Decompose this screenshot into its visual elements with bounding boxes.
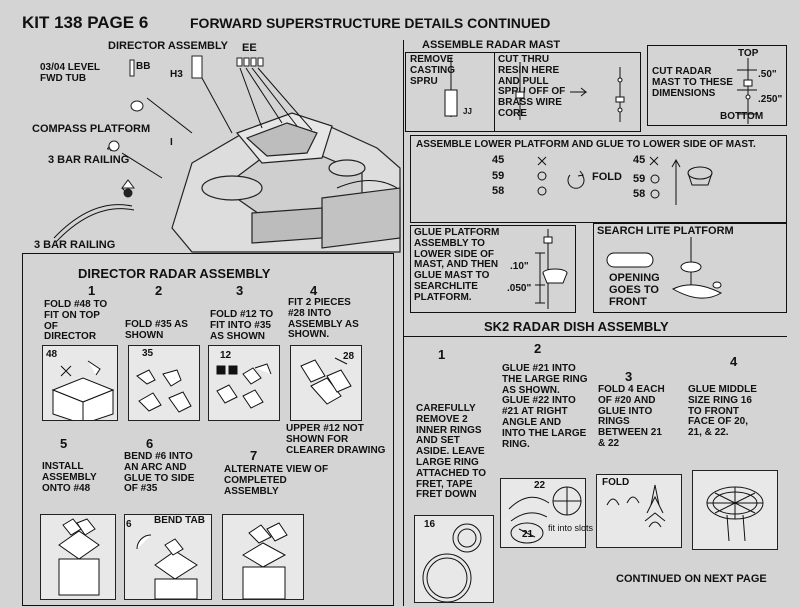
sk2-part-21-label: 21 [522, 529, 534, 540]
kit-page-label: KIT 138 PAGE 6 [22, 13, 149, 32]
sk2-step-3-image [596, 474, 682, 548]
director-radar-title: DIRECTOR RADAR ASSEMBLY [78, 266, 271, 281]
jj-label: JJ [463, 107, 472, 116]
dr-step-1-image [42, 345, 118, 421]
sk2-part-16-label: 16 [424, 519, 436, 530]
sk2-step-2-num: 2 [534, 341, 542, 356]
cut-thru-text: CUT THRU RESIN HERE AND PULL SPRU OFF OF… [498, 54, 566, 119]
glue-platform-drawing [535, 229, 568, 309]
dr-step-4-text: FIT 2 PIECES #28 INTO ASSEMBLY AS SHOWN. [288, 297, 359, 341]
dr-step-6-num: 6 [146, 436, 154, 451]
lower-platform-drawing [537, 156, 713, 205]
dim-250-label: .250" [758, 94, 783, 105]
right-column-divider [403, 40, 787, 606]
dr-step-6-image [124, 514, 212, 600]
bottom-label: BOTTOM [720, 111, 764, 122]
dim-050-label: .050" [507, 283, 532, 294]
part-59-label: 59 [492, 170, 505, 182]
dr-step-7-image [222, 514, 304, 600]
dr-step-2-num: 2 [155, 283, 163, 298]
dr-step-5-image [40, 514, 116, 600]
sk2-step-1-num: 1 [438, 347, 446, 362]
remove-spru-text: REMOVE CASTING SPRU [410, 54, 455, 87]
part-58b-label: 58 [633, 188, 646, 200]
searchlite-box [593, 223, 787, 313]
cut-radar-text: CUT RADAR MAST TO THESE DIMENSIONS [652, 66, 733, 99]
railing-label-1: 3 BAR RAILING [48, 154, 130, 166]
dr-step-2-image [128, 345, 200, 421]
part-45b-label: 45 [633, 154, 646, 166]
sk2-step-4-image [692, 470, 778, 550]
dr-step-3-text: FOLD #12 TO FIT INTO #35 AS SHOWN [210, 309, 274, 342]
dr-step-2-text: FOLD #35 AS SHOWN [125, 319, 188, 341]
dr-part-12-label: 12 [220, 350, 232, 361]
bb-label: BB [136, 61, 151, 72]
railing-label-2: 3 BAR RAILING [34, 239, 116, 251]
dr-step-5-text: INSTALL ASSEMBLY ONTO #48 [42, 461, 97, 494]
lower-platform-box [410, 135, 787, 223]
dr-step-3-image [208, 345, 280, 421]
ee-label: EE [242, 42, 257, 54]
sk2-step-2-image [500, 478, 586, 548]
opening-text: OPENING GOES TO FRONT [609, 272, 660, 308]
fold-label: FOLD [592, 171, 622, 183]
bend-tab-label: BEND TAB [154, 515, 205, 526]
sk2-step-4-num: 4 [730, 354, 738, 369]
dr-step-7-num: 7 [250, 448, 258, 463]
sk2-step-1-text: CAREFULLY REMOVE 2 INNER RINGS AND SET A… [416, 403, 486, 501]
h3-label: H3 [170, 69, 183, 80]
radar-mast-divider [494, 52, 641, 132]
glue-platform-box [410, 225, 576, 313]
dr-step-7-text: ALTERNATE VIEW OF COMPLETED ASSEMBLY [224, 464, 329, 497]
continued-label: CONTINUED ON NEXT PAGE [616, 573, 767, 585]
lower-platform-title: ASSEMBLE LOWER PLATFORM AND GLUE TO LOWE… [416, 139, 756, 150]
dim-10-label: .10" [510, 261, 529, 272]
top-label: TOP [738, 48, 759, 59]
compass-platform-label: COMPASS PLATFORM [32, 123, 151, 135]
searchlite-drawing [606, 237, 723, 299]
cut-dimensions-box [647, 45, 787, 126]
director-radar-frame [22, 253, 394, 606]
glue-platform-text: GLUE PLATFORM ASSEMBLY TO LOWER SIDE OF … [414, 227, 500, 303]
part-45-label: 45 [492, 154, 505, 166]
dr-step-5-num: 5 [60, 436, 68, 451]
dr-step-4-image [290, 345, 362, 421]
searchlite-title: SEARCH LITE PLATFORM [597, 225, 734, 237]
dr-step-4-num: 4 [310, 283, 318, 298]
dim-50-label: .50" [758, 69, 777, 80]
part-58-label: 58 [492, 185, 505, 197]
dr-part-6-label: 6 [126, 519, 132, 530]
radar-mast-drawing [444, 57, 757, 124]
sk2-step-1-image [414, 515, 494, 603]
sk2-divider [403, 336, 787, 606]
sk2-fold-label: FOLD [602, 477, 630, 488]
part-59b-label: 59 [633, 173, 646, 185]
dr-step-3-num: 3 [236, 283, 244, 298]
director-assembly-label: DIRECTOR ASSEMBLY [108, 40, 229, 52]
level-label: 03/04 LEVEL FWD TUB [40, 62, 101, 84]
radar-mast-title: ASSEMBLE RADAR MAST [422, 39, 561, 51]
upper-note-text: UPPER #12 NOT SHOWN FOR CLEARER DRAWING [286, 423, 386, 456]
dr-part-35-label: 35 [142, 348, 154, 359]
dr-step-6-text: BEND #6 INTO AN ARC AND GLUE TO SIDE OF … [124, 451, 195, 495]
sk2-step-3-num: 3 [625, 369, 633, 384]
dr-part-48-label: 48 [46, 349, 58, 360]
part-i-label: I [170, 137, 173, 148]
sk2-step-3-text: FOLD 4 EACH OF #20 AND GLUE INTO RINGS B… [598, 384, 665, 449]
sk2-step-4-text: GLUE MIDDLE SIZE RING 16 TO FRONT FACE O… [688, 384, 757, 439]
fit-slots-label: fit into slots [548, 523, 594, 533]
dr-part-28-label: 28 [343, 351, 355, 362]
radar-mast-box [405, 52, 641, 132]
sk2-step-2-text: GLUE #21 INTO THE LARGE RING AS SHOWN. G… [502, 363, 588, 450]
dr-step-1-text: FOLD #48 TO FIT ON TOP OF DIRECTOR [44, 299, 108, 343]
page-title: FORWARD SUPERSTRUCTURE DETAILS CONTINUED [190, 15, 551, 31]
sk2-title: SK2 RADAR DISH ASSEMBLY [484, 319, 669, 334]
sk2-part-22-label: 22 [534, 480, 546, 491]
dr-step-1-num: 1 [88, 283, 96, 298]
superstructure-drawing [53, 55, 401, 253]
